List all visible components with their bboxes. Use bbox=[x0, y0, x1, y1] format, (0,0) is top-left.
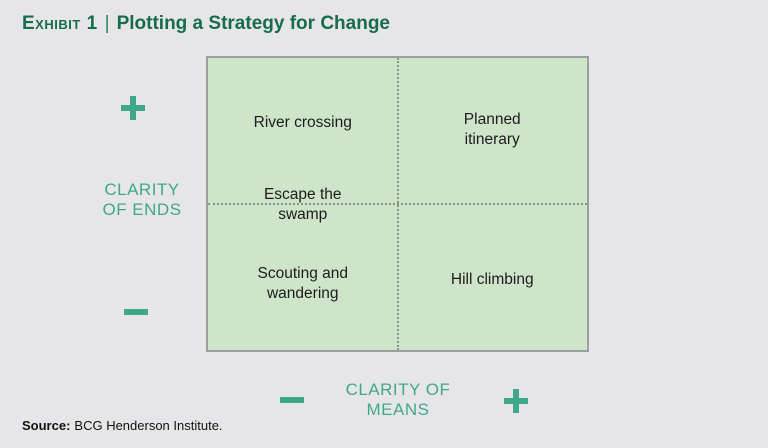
source-note: Source:BCG Henderson Institute. bbox=[22, 418, 223, 434]
x-axis-minus-icon bbox=[280, 397, 304, 403]
page-title: Plotting a Strategy for Change bbox=[116, 13, 390, 34]
quadrant-label-planned-itinerary: Planned itinerary bbox=[463, 111, 521, 148]
quadrant-label-hill-climbing: Hill climbing bbox=[450, 271, 534, 288]
y-axis-plus-icon bbox=[121, 96, 145, 120]
quadrant-label-river-crossing: River crossing bbox=[253, 114, 352, 131]
strategy-matrix: River crossing Planned itinerary Escape … bbox=[206, 56, 589, 352]
exhibit-number: Exhibit 1 bbox=[22, 13, 98, 34]
y-axis-minus-icon bbox=[124, 309, 148, 315]
y-axis-label: CLARITY OF ENDS bbox=[102, 180, 182, 219]
exhibit-title: Exhibit 1 | Plotting a Strategy for Change bbox=[22, 11, 390, 37]
quadrant-label-scouting-and-wandering: Scouting and wandering bbox=[257, 265, 349, 302]
source-prefix: Source: bbox=[22, 418, 71, 433]
boundary-label-escape-the-swamp: Escape the swamp bbox=[263, 186, 342, 223]
horizontal-divider bbox=[208, 203, 587, 205]
x-axis-plus-icon bbox=[504, 389, 528, 413]
source-text: BCG Henderson Institute. bbox=[74, 418, 223, 433]
title-separator: | bbox=[104, 13, 110, 34]
x-axis-label: CLARITY OF MEANS bbox=[345, 380, 451, 419]
